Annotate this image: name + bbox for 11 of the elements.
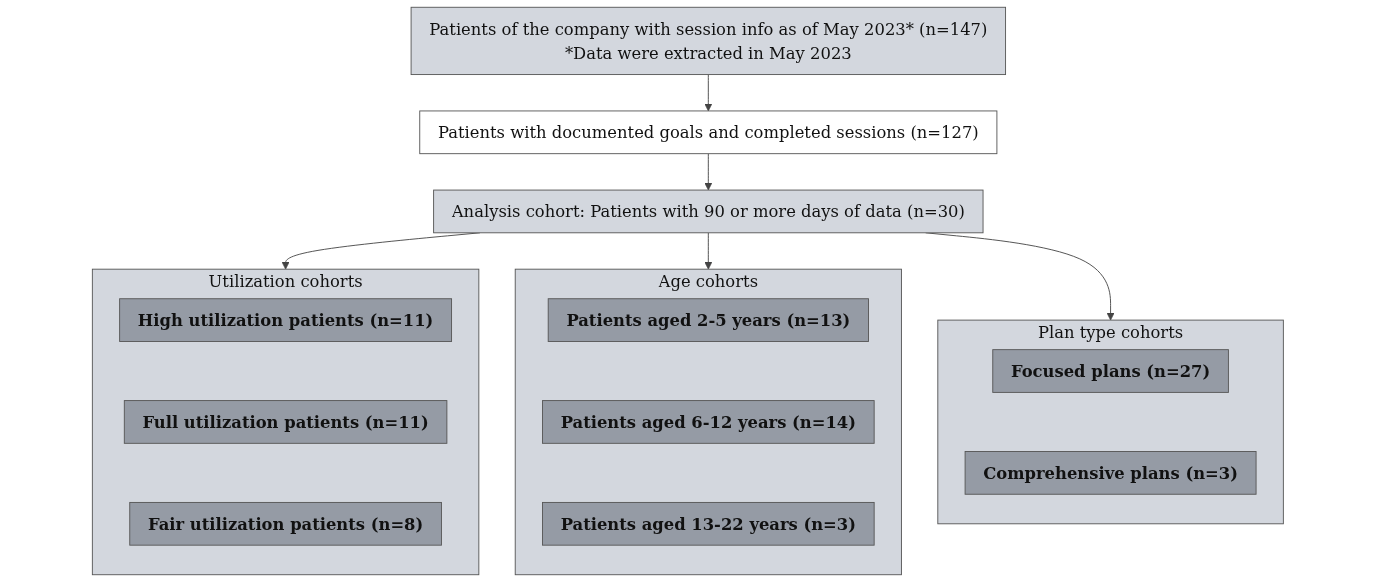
node-box: Fair utilization patients (n=8) bbox=[129, 501, 443, 546]
node-box: Comprehensive plans (n=3) bbox=[964, 451, 1257, 495]
node-box: Focused plans (n=27) bbox=[992, 349, 1229, 393]
node-box: High utilization patients (n=11) bbox=[119, 298, 453, 342]
node-box: Analysis cohort: Patients with 90 or more days of data (n=30) bbox=[433, 189, 984, 234]
node-box: Patients with documented goals and completed sessions (n=127) bbox=[419, 110, 998, 155]
node-box: Patients of the company with session info as of May 2023* (n=147) *Data were extracted in May 2023 bbox=[410, 6, 1007, 76]
node-box: Patients aged 2-5 years (n=13) bbox=[547, 298, 870, 342]
node-box: Full utilization patients (n=11) bbox=[124, 400, 448, 444]
node-box: Patients aged 6-12 years (n=14) bbox=[542, 400, 875, 444]
node-box: Patients aged 13-22 years (n=3) bbox=[542, 501, 875, 546]
